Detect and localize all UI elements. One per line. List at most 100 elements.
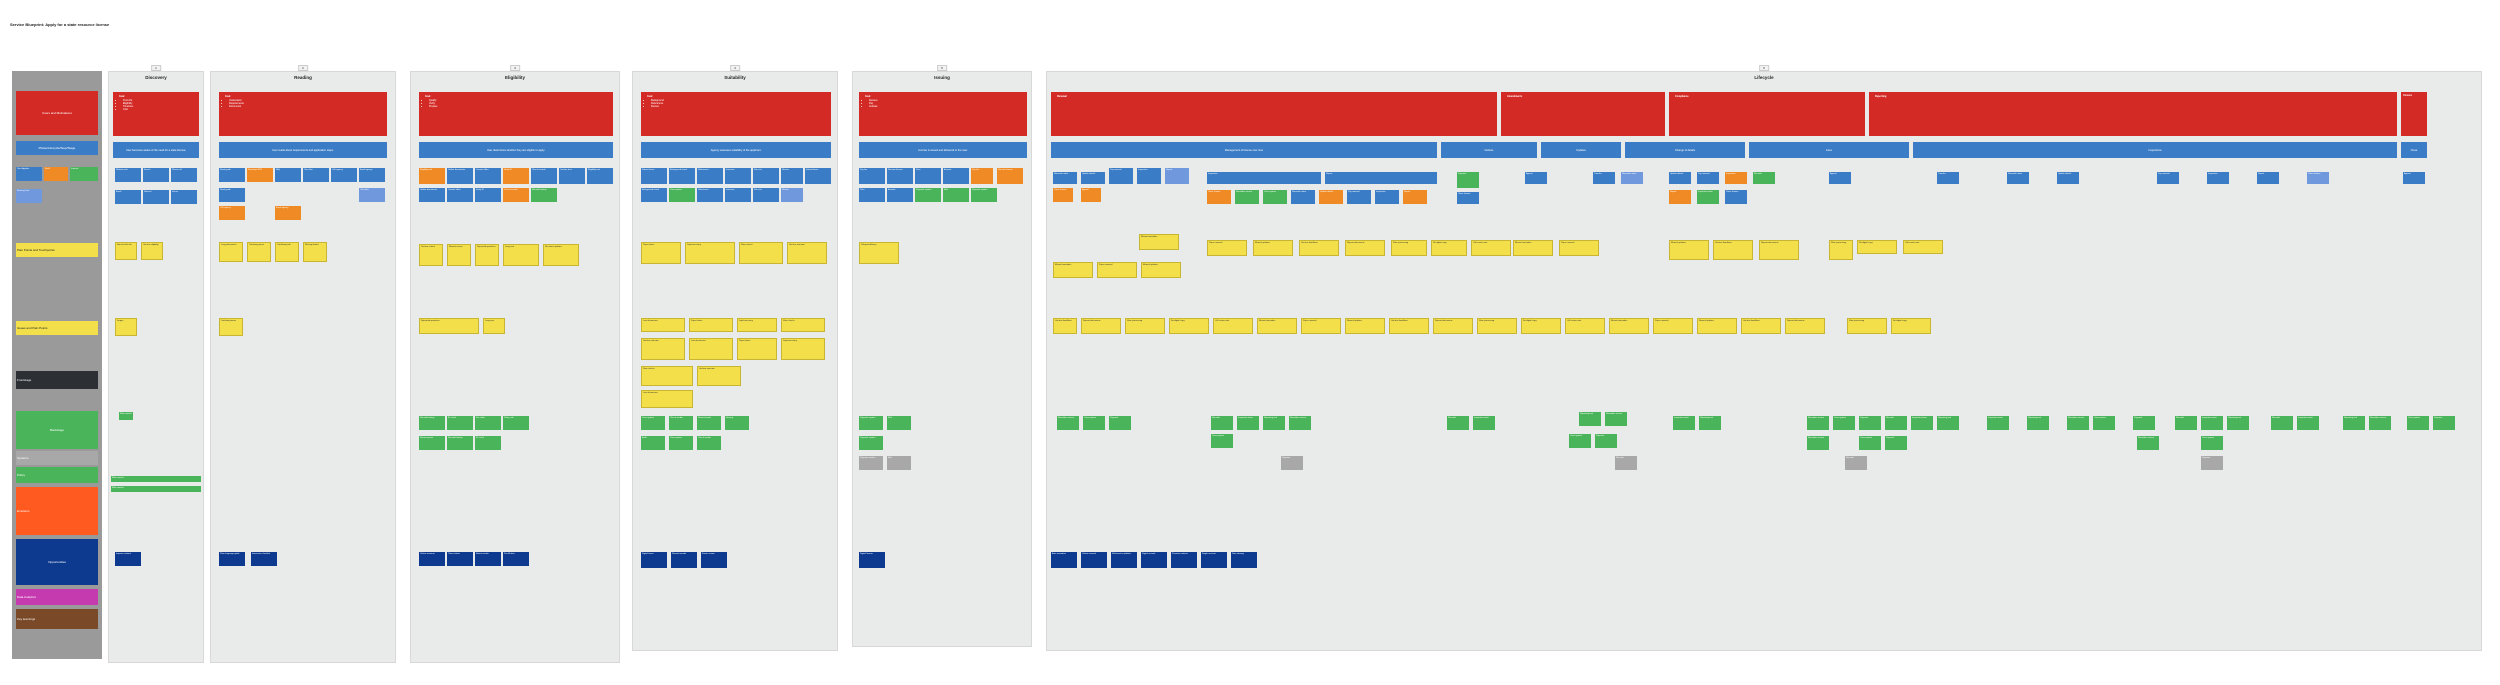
backstage-card[interactable]: Case system	[1833, 416, 1855, 430]
system-card[interactable]: Payment system	[859, 456, 883, 470]
backstage-card[interactable]: Records	[1885, 416, 1907, 430]
pain-point-card[interactable]: Slow processing	[1847, 318, 1887, 334]
system-card[interactable]: Payment	[2201, 456, 2223, 470]
touchpoint-card[interactable]: Report	[2257, 172, 2279, 184]
internal-card[interactable]: Inspection team	[1697, 190, 1719, 204]
touchpoint-card[interactable]: Email	[115, 190, 141, 204]
touchpoint-card[interactable]: Pay fee	[859, 168, 885, 184]
backstage-card[interactable]: Web content	[119, 412, 133, 420]
touchpoint-card[interactable]: FAQ	[275, 168, 301, 182]
backstage-card[interactable]: Reporting tool	[1699, 416, 1721, 430]
pain-point-card[interactable]: Unclear deadlines	[1741, 318, 1781, 334]
touchpoint-card[interactable]: Gather documents	[447, 168, 473, 184]
pain-point-card[interactable]: Missed reminders	[1139, 234, 1179, 250]
pain-point-card[interactable]: Duplicate entry	[781, 338, 825, 360]
touchpoint-card[interactable]: Site visit	[753, 168, 779, 184]
pain-point-card[interactable]: Slow checks	[739, 242, 783, 264]
backstage-card[interactable]: Reminder service	[1057, 416, 1079, 430]
pain-point-card[interactable]: Unclear outcome	[697, 366, 741, 386]
backstage-card[interactable]: Inspection team	[1237, 416, 1259, 430]
internal-card[interactable]: Payment system	[971, 188, 997, 202]
opportunity-card[interactable]: Interactive checklist	[251, 552, 277, 566]
touchpoint-card[interactable]: Pay renewal	[1697, 172, 1719, 184]
backstage-card[interactable]: Payment	[1859, 416, 1881, 430]
touchpoint-card[interactable]: Forum	[171, 190, 197, 204]
backstage-card[interactable]: Reporting tool	[1263, 416, 1285, 430]
staff-card[interactable]: Report	[1669, 190, 1691, 204]
opportunity-card[interactable]: Improve content	[115, 552, 141, 566]
pain-point-card[interactable]: Unclear deadlines	[1299, 240, 1339, 256]
pain-point-card[interactable]: Repeat documents	[1785, 318, 1825, 334]
pain-point-card[interactable]: Paper renewal	[1653, 318, 1693, 334]
opportunity-card[interactable]: Online screener	[419, 552, 445, 566]
touchpoint-card[interactable]: Read guide	[219, 188, 245, 202]
pain-point-card[interactable]: Paper forms	[641, 242, 681, 264]
pain-point-card[interactable]: Lost documents	[641, 390, 693, 408]
touchpoint-card[interactable]: Eligibility tool	[587, 168, 613, 184]
touchpoint-card[interactable]: Interview	[725, 168, 751, 184]
backstage-card[interactable]: Records lookup	[419, 416, 445, 430]
system-card[interactable]: Records	[1845, 456, 1867, 470]
opportunity-card[interactable]: Online renewal	[1081, 552, 1107, 568]
touchpoint-card[interactable]: Inspection	[2207, 172, 2229, 184]
backstage-card[interactable]: Payment system	[859, 436, 883, 450]
touchpoint-card[interactable]: Update details	[1081, 172, 1105, 184]
touchpoint-card[interactable]: Report	[1325, 172, 1437, 184]
backstage-card[interactable]: Records lookup	[447, 436, 473, 450]
backstage-card[interactable]: Case system	[2407, 416, 2429, 430]
backstage-card[interactable]: Case system	[641, 416, 665, 430]
backstage-card[interactable]: Audit	[641, 436, 665, 450]
policy-bar[interactable]: Web content	[111, 476, 201, 482]
pain-point-card[interactable]: No digital copy	[1857, 240, 1897, 254]
backstage-card[interactable]: Records	[2175, 416, 2197, 430]
pain-point-card[interactable]: Repeat documents	[1345, 240, 1385, 256]
staff-card[interactable]: Receive license	[997, 168, 1023, 184]
touchpoint-card[interactable]: Activate	[943, 168, 969, 184]
internal-card[interactable]: Case system	[1263, 190, 1287, 204]
pain-point-card[interactable]: Call center wait	[1213, 318, 1253, 334]
touchpoint-card[interactable]: Pay renewal	[2157, 172, 2179, 184]
staff-card[interactable]: Close license	[1207, 190, 1231, 204]
tool-card[interactable]: Checklist	[359, 188, 385, 202]
pain-point-card[interactable]: Missed reminders	[1609, 318, 1649, 334]
pain-point-card[interactable]: Manual updates	[1669, 240, 1709, 260]
pain-point-card[interactable]: Unclear eligibility	[141, 242, 163, 260]
tool-card[interactable]: Renewal notice	[1621, 172, 1643, 184]
internal-card[interactable]: Records	[1753, 172, 1775, 184]
pain-point-card[interactable]: Manual review	[447, 244, 471, 266]
backstage-card[interactable]: Mail	[887, 416, 911, 430]
pain-point-card[interactable]: Unclear deadlines	[1389, 318, 1429, 334]
pain-point-card[interactable]: Repeat documents	[1759, 240, 1799, 260]
staff-card[interactable]: Update details	[1319, 190, 1343, 204]
opportunity-card[interactable]: Pre-fill data	[503, 552, 529, 566]
staff-card[interactable]: Email agency	[275, 206, 301, 220]
tool-card[interactable]: Close license	[2307, 172, 2329, 184]
opportunity-card[interactable]: Clear criteria	[447, 552, 473, 566]
pain-point-card[interactable]: Duplicate entry	[737, 318, 777, 332]
internal-card[interactable]: Payment system	[915, 188, 941, 202]
backstage-card[interactable]: Records	[1211, 416, 1233, 430]
backstage-card[interactable]: Case system	[669, 436, 693, 450]
backstage-card[interactable]: Review queue	[419, 436, 445, 450]
opportunity-card[interactable]: Proactive notices	[1171, 552, 1197, 568]
backstage-card[interactable]: Inspection team	[1473, 416, 1495, 430]
pain-point-card[interactable]: Lost documents	[641, 318, 685, 332]
touchpoint-card[interactable]: Phone call	[171, 168, 197, 182]
pain-point-card[interactable]: Lost documents	[689, 338, 733, 360]
touchpoint-card[interactable]: Activate	[887, 188, 913, 202]
touchpoint-card[interactable]: Site visit	[753, 188, 779, 202]
pain-point-card[interactable]: Long wait	[483, 318, 505, 334]
touchpoint-card[interactable]: Renewal notice	[1053, 172, 1077, 184]
staff-card[interactable]: Inspection	[1725, 172, 1747, 184]
pain-point-card[interactable]: Jargon	[115, 318, 137, 336]
backstage-card[interactable]: Reminder service	[1289, 416, 1311, 430]
touchpoint-card[interactable]: Receive license	[887, 168, 913, 184]
touchpoint-card[interactable]: Close license	[1457, 192, 1479, 204]
backstage-card[interactable]: Payment	[2133, 416, 2155, 430]
staff-card[interactable]: Verify ID	[503, 168, 529, 184]
touchpoint-card[interactable]: Interview	[725, 188, 751, 202]
pain-point-card[interactable]: Missed reminders	[1513, 240, 1553, 256]
tool-card[interactable]: Report	[1165, 168, 1189, 184]
pain-point-card[interactable]: Unclear outcome	[787, 242, 827, 264]
opportunity-card[interactable]: Data sharing	[1231, 552, 1257, 568]
